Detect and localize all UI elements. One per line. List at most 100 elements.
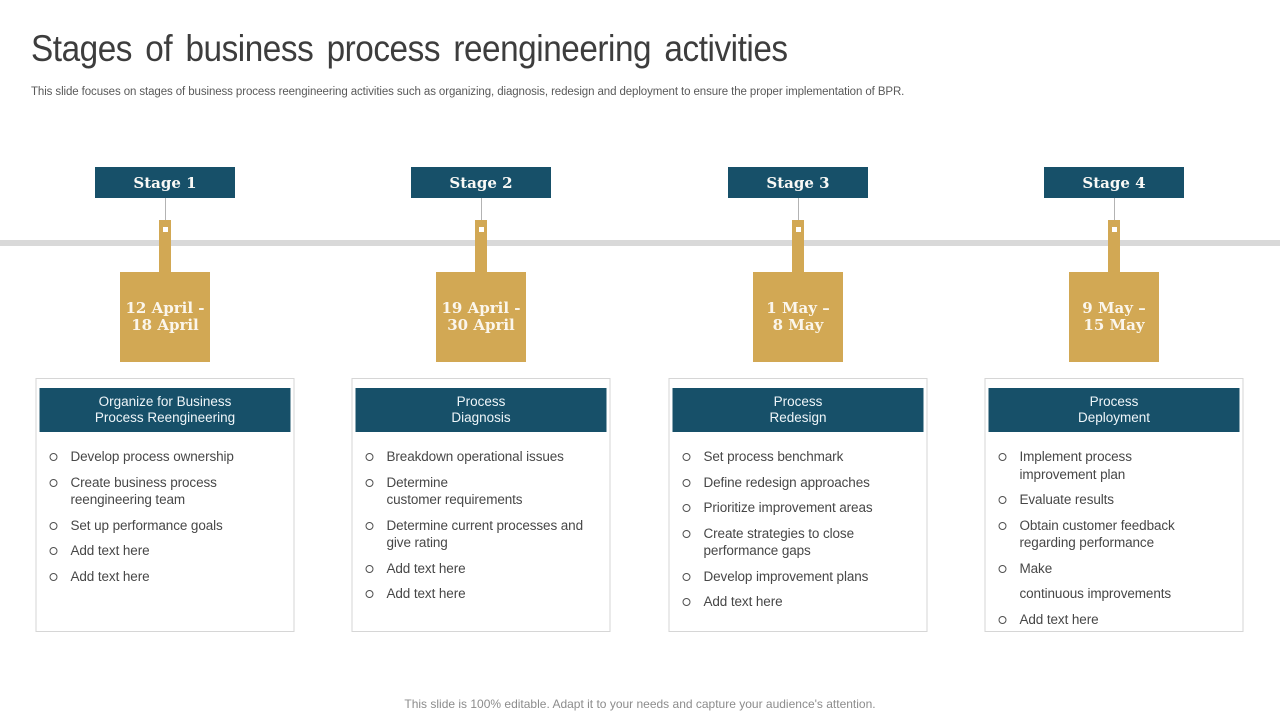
activity-text: Develop process ownership — [70, 449, 234, 464]
timeline-stem — [792, 220, 804, 272]
date-range-text: 12 April - 18 April — [125, 299, 205, 334]
stage-card: Organize for Business Process Reengineer… — [35, 378, 295, 632]
bullet-icon — [998, 496, 1007, 504]
activity-item: Add text here — [365, 560, 604, 578]
activity-item: Set up performance goals — [49, 517, 288, 535]
connector-line — [481, 198, 482, 223]
timeline-stem — [475, 220, 487, 272]
connector-line — [798, 198, 799, 223]
bullet-icon — [998, 564, 1007, 573]
activity-item: Develop improvement plans — [682, 568, 921, 586]
activity-item: Add text here — [49, 568, 288, 586]
bullet-icon — [365, 590, 374, 598]
activity-text: Implement process improvement plan — [1019, 449, 1132, 482]
bullet-icon — [365, 478, 374, 487]
activity-text: Add text here — [70, 543, 150, 558]
date-range-text: 1 May – 8 May — [766, 299, 830, 334]
timeline-marker-icon — [162, 227, 168, 232]
activity-text: Prioritize improvement areas — [703, 500, 873, 515]
activity-text: Determine customer requirements — [386, 474, 523, 508]
activity-item: Prioritize improvement areas — [682, 499, 921, 517]
stage-column: Stage 4 9 May – 15 May Process Deploymen… — [956, 0, 1272, 720]
activity-item-continuation: continuous improvements — [999, 585, 1237, 603]
timeline-stem — [1108, 220, 1120, 272]
stage-card-title: Process Redesign — [672, 388, 924, 432]
bullet-icon — [682, 453, 691, 461]
stage-card: Process Deployment Implement process imp… — [984, 378, 1244, 632]
activity-item: Add text here — [49, 542, 288, 560]
activity-text: Define redesign approaches — [703, 474, 870, 490]
stage-column: Stage 2 19 April - 30 April Process Diag… — [323, 0, 639, 720]
page-title: Stages of business process reengineering… — [31, 28, 788, 69]
timeline-band — [0, 240, 1280, 246]
stage-header: Stage 3 — [728, 167, 868, 198]
stage-column: Stage 3 1 May – 8 May Process Redesign S… — [640, 0, 956, 720]
activity-item: Add text here — [682, 593, 921, 611]
timeline-marker-icon — [1111, 227, 1117, 232]
activity-text: Create strategies to close performance g… — [703, 525, 855, 559]
stage-label: Stage 4 — [1082, 173, 1146, 192]
connector-line — [165, 198, 166, 223]
activity-item: Implement process improvement plan — [998, 448, 1237, 483]
bullet-icon — [682, 529, 691, 538]
activity-item: Add text here — [365, 585, 604, 603]
activity-text: Develop improvement plans — [703, 568, 869, 584]
activity-text: Create business process reengineering te… — [70, 474, 217, 508]
activity-text: Add text here — [386, 560, 466, 576]
bullet-icon — [998, 453, 1007, 461]
activity-item: Breakdown operational issues — [365, 448, 604, 466]
activity-item: Define redesign approaches — [682, 474, 921, 492]
timeline-stem — [159, 220, 171, 272]
bullet-icon — [682, 478, 691, 487]
activity-item: Add text here — [998, 611, 1237, 629]
date-range-text: 19 April - 30 April — [441, 299, 521, 334]
bullet-icon — [998, 615, 1007, 624]
bullet-icon — [998, 521, 1007, 530]
stage-label: Stage 2 — [449, 173, 513, 192]
activity-text: Set process benchmark — [703, 449, 844, 464]
activity-item: Determine customer requirements — [365, 474, 604, 509]
bullet-icon — [49, 478, 58, 487]
activity-item: Develop process ownership — [49, 448, 288, 466]
activity-item: Evaluate results — [998, 491, 1237, 509]
activity-item: Create strategies to close performance g… — [682, 525, 921, 560]
bullet-icon — [365, 453, 374, 461]
date-range-badge: 19 April - 30 April — [436, 272, 526, 362]
activity-text: Set up performance goals — [70, 517, 223, 533]
activity-item: Obtain customer feedback regarding perfo… — [998, 517, 1237, 552]
activity-item: Make — [998, 560, 1237, 578]
timeline-marker-icon — [478, 227, 484, 232]
bullet-icon — [49, 521, 58, 530]
activity-text: Determine current processes and give rat… — [386, 517, 584, 551]
bullet-icon — [49, 547, 58, 555]
footer-note: This slide is 100% editable. Adapt it to… — [404, 697, 876, 711]
stage-header: Stage 2 — [411, 167, 551, 198]
stage-header: Stage 4 — [1044, 167, 1184, 198]
stage-label: Stage 1 — [133, 173, 197, 192]
activity-text: Make — [1019, 560, 1053, 576]
activity-text: Add text here — [70, 568, 150, 584]
date-range-badge: 12 April - 18 April — [120, 272, 210, 362]
bullet-icon — [682, 572, 691, 581]
activity-item: Create business process reengineering te… — [49, 474, 288, 509]
bullet-icon — [49, 453, 58, 461]
connector-line — [1114, 198, 1115, 223]
stage-label: Stage 3 — [766, 173, 830, 192]
activity-text: Add text here — [386, 586, 466, 601]
bullet-icon — [365, 564, 374, 573]
stage-card-title: Process Diagnosis — [355, 388, 607, 432]
slide-subtitle: This slide focuses on stages of business… — [31, 86, 905, 98]
timeline-marker-icon — [795, 227, 801, 232]
date-range-badge: 1 May – 8 May — [753, 272, 843, 362]
activity-text: Add text here — [703, 594, 783, 609]
activity-text: Breakdown operational issues — [386, 449, 564, 464]
activity-item: Set process benchmark — [682, 448, 921, 466]
activity-text: Evaluate results — [1019, 492, 1115, 507]
bullet-icon — [682, 598, 691, 606]
stage-column: Stage 1 12 April - 18 April Organize for… — [7, 0, 323, 720]
